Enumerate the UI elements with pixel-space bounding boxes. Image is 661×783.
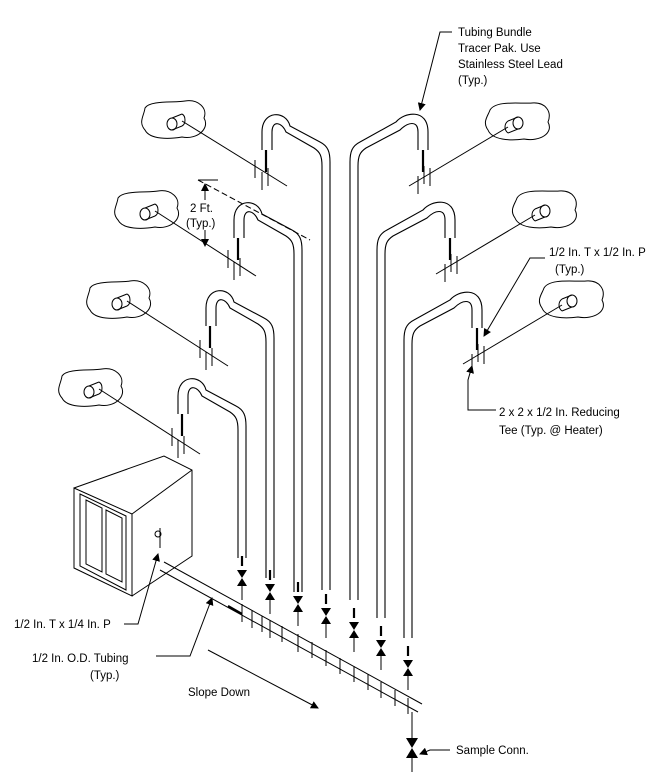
label-slope-down: Slope Down [188,687,250,699]
svg-text:1/2 In. O.D. Tubing: 1/2 In. O.D. Tubing [32,653,129,665]
svg-text:Tracer Pak. Use: Tracer Pak. Use [458,43,541,55]
svg-text:Stainless Steel Lead: Stainless Steel Lead [458,59,563,71]
svg-text:(Typ.): (Typ.) [90,670,120,682]
heater-left-2 [114,190,257,277]
label-od-tubing: 1/2 In. O.D. Tubing (Typ.) [32,653,129,682]
tube-right-2 [376,201,456,618]
heater-right-1 [408,102,550,187]
tube-right-1 [349,113,429,600]
label-sample-conn: Sample Conn. [456,745,529,757]
heater-left-4 [58,368,201,455]
tube-left-1 [261,114,331,590]
tube-left-4 [177,378,247,558]
header-pipe [159,561,423,714]
heater-left-3 [86,280,229,367]
label-half-t-quarter-p: 1/2 In. T x 1/4 In. P [14,619,111,631]
lead-fittings [171,160,485,458]
svg-text:(Typ.): (Typ.) [458,75,488,87]
sample-valve [406,712,418,772]
label-two-ft: 2 Ft. (Typ.) [186,203,216,230]
drop-valves [237,556,413,690]
tube-left-2 [233,202,303,592]
heater-right-2 [435,190,577,275]
label-tubing-bundle: Tubing Bundle Tracer Pak. Use Stainless … [458,27,563,87]
svg-text:1/2 In. T x 1/2 In. P: 1/2 In. T x 1/2 In. P [549,247,646,259]
label-reducing-tee: 2 x 2 x 1/2 In. Reducing Tee (Typ. @ Hea… [499,407,620,437]
svg-text:2 Ft.: 2 Ft. [190,203,213,215]
leaders [124,31,545,756]
analyzer-cabinet [73,455,193,597]
svg-text:Tubing Bundle: Tubing Bundle [458,27,532,39]
svg-text:2 x 2 x 1/2 In. Reducing: 2 x 2 x 1/2 In. Reducing [499,407,620,419]
dimension-2ft [197,179,311,247]
svg-text:(Typ.): (Typ.) [555,264,585,276]
heater-left-1 [141,100,288,187]
tube-right-3 [403,291,483,638]
svg-text:(Typ.): (Typ.) [186,218,216,230]
tube-left-3 [205,290,275,578]
heater-right-3 [462,280,604,365]
label-half-t-half-p: 1/2 In. T x 1/2 In. P (Typ.) [549,247,646,276]
svg-text:Tee (Typ. @ Heater): Tee (Typ. @ Heater) [499,425,603,437]
